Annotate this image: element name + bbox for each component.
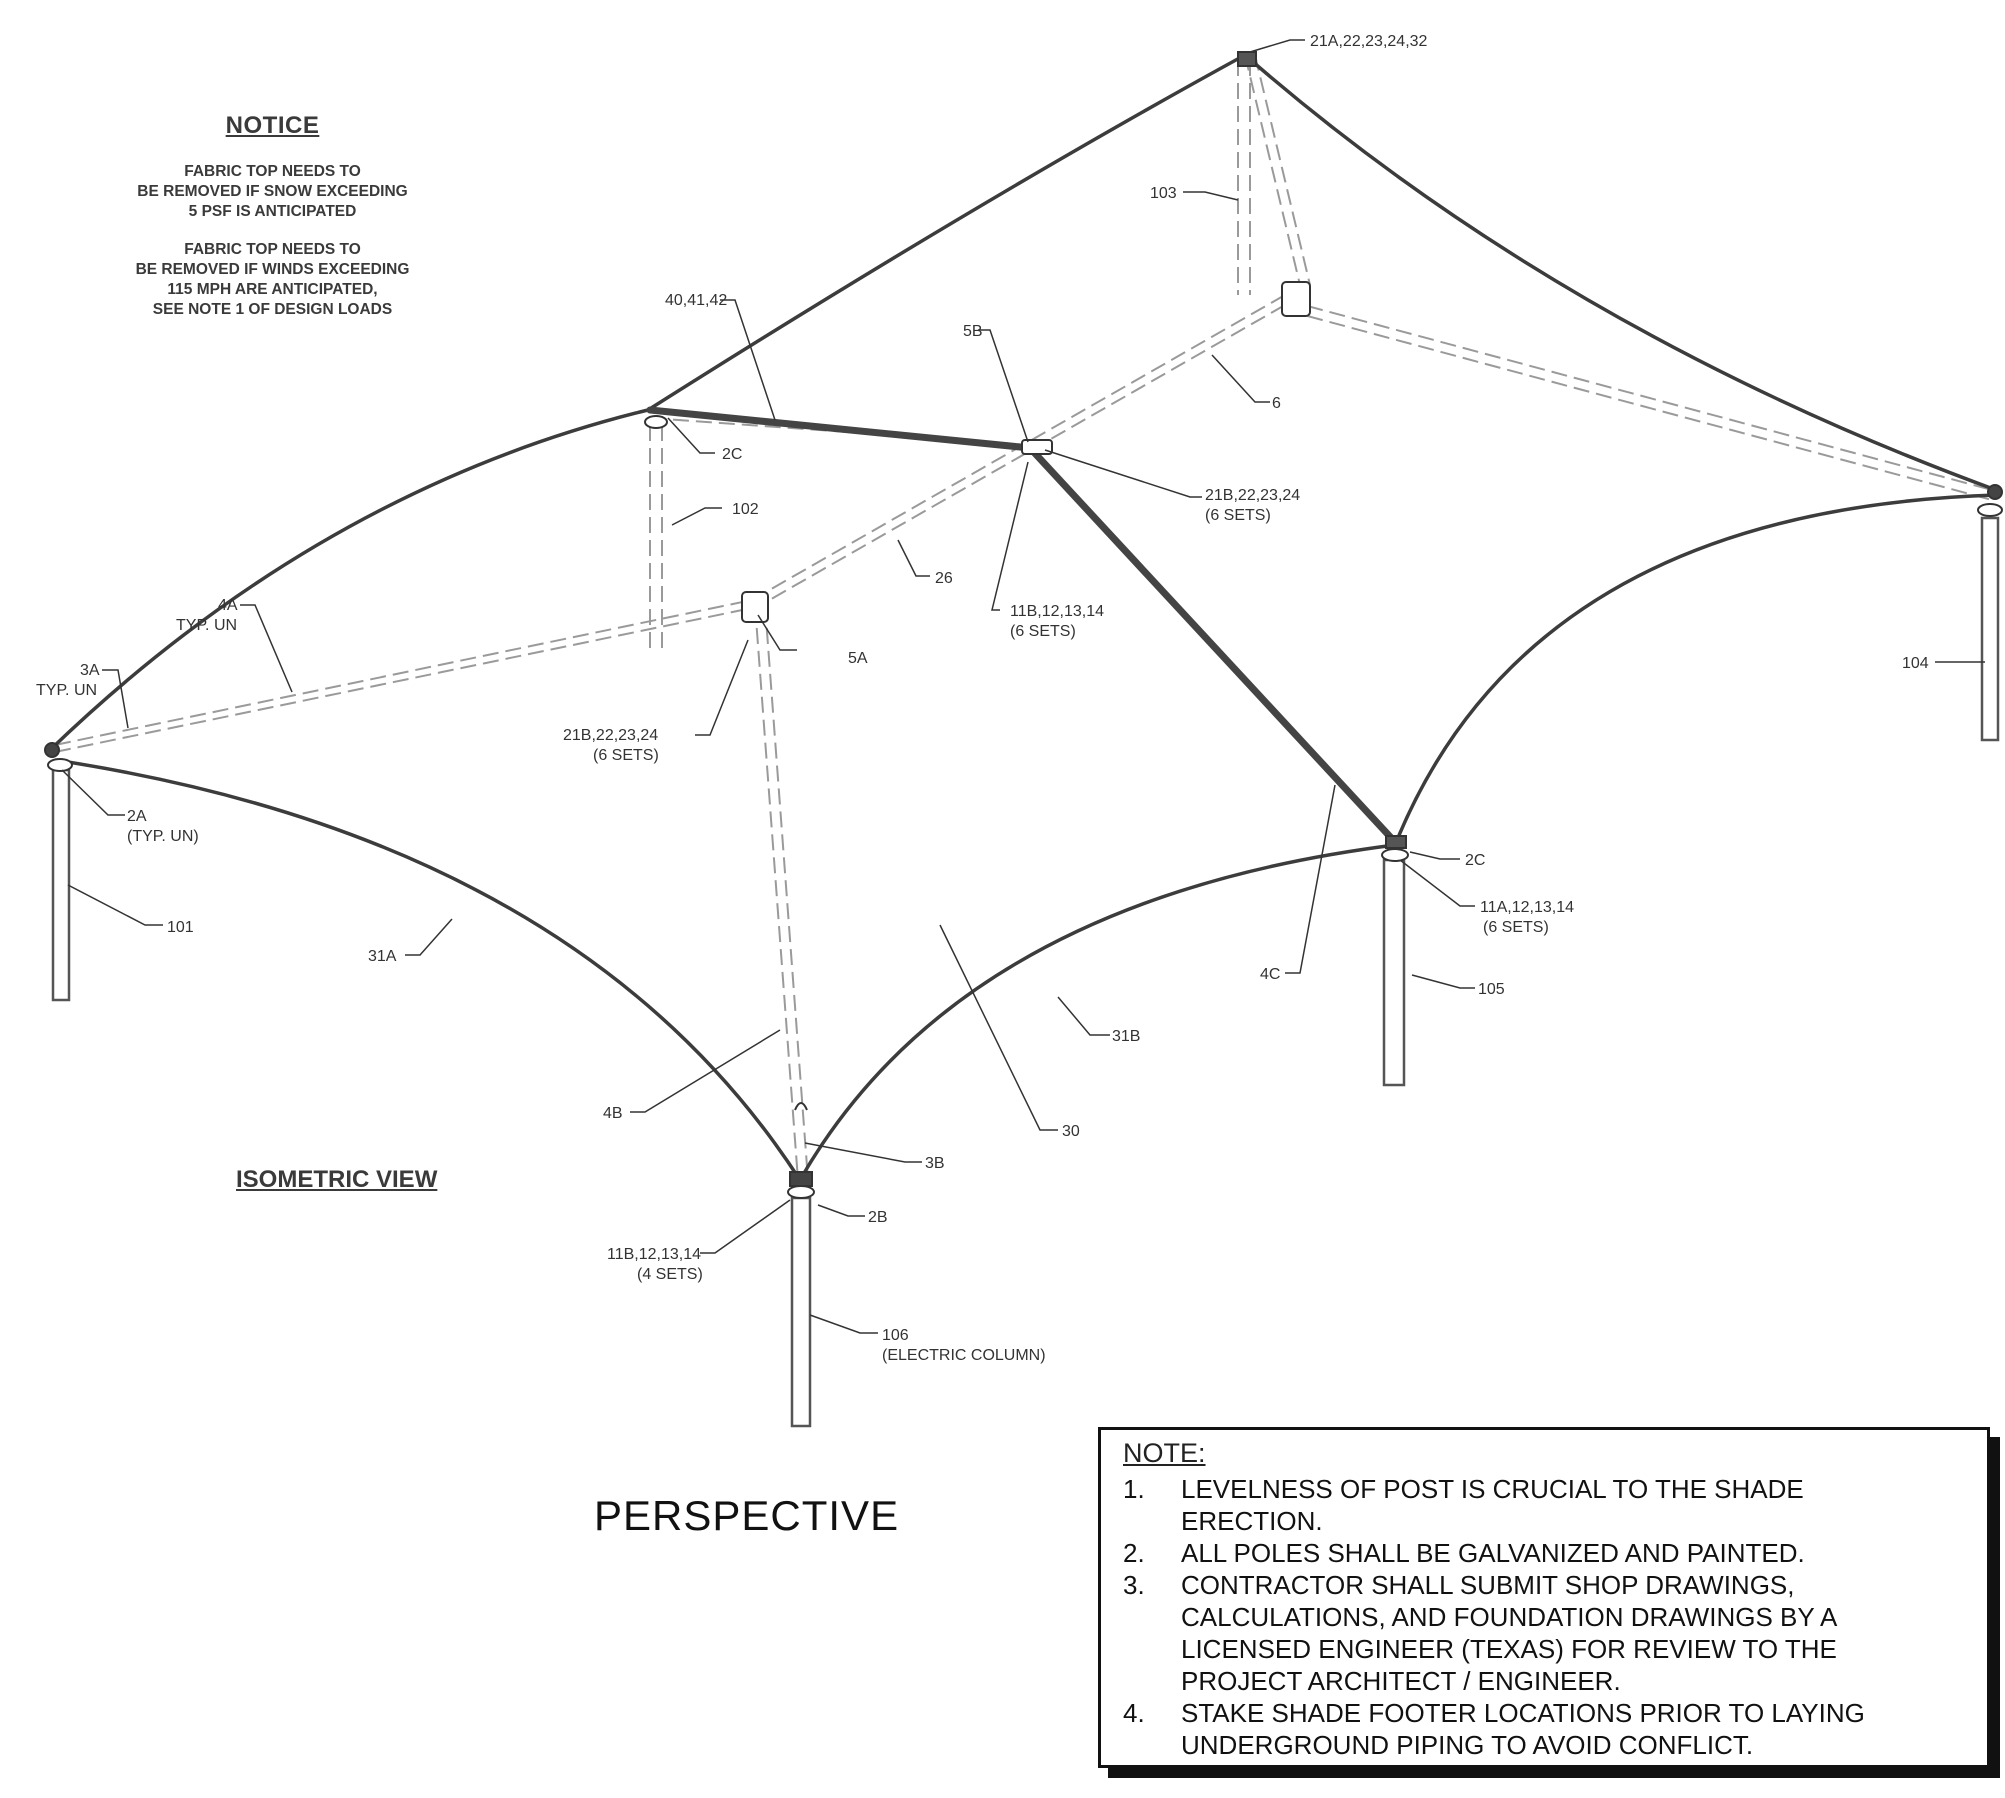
callout-4A: 4A xyxy=(218,597,238,614)
ridge-beams xyxy=(646,406,1399,846)
notice-line: SEE NOTE 1 OF DESIGN LOADS xyxy=(152,301,393,318)
callout-4A-typ: TYP. UN xyxy=(176,617,237,634)
callout-104: 104 xyxy=(1902,655,1929,672)
callout-3B: 3B xyxy=(925,1155,945,1172)
callout-2B: 2B xyxy=(868,1209,888,1226)
callout-11A-sets: (6 SETS) xyxy=(1483,919,1549,936)
perspective-label: PERSPECTIVE xyxy=(594,1492,900,1539)
notice-block: NOTICE FABRIC TOP NEEDS TO BE REMOVED IF… xyxy=(100,112,445,338)
callout-4B: 4B xyxy=(603,1105,623,1122)
note-line: LEVELNESS OF POST IS CRUCIAL TO THE SHAD… xyxy=(1181,1474,1804,1504)
note-number: 4. xyxy=(1123,1698,1145,1728)
callout-11B-mid-sets: (6 SETS) xyxy=(1010,623,1076,640)
note-number: 2. xyxy=(1123,1538,1145,1568)
callout-3A: 3A xyxy=(80,662,100,679)
isometric-view-title: ISOMETRIC VIEW xyxy=(236,1166,438,1193)
callout-4C: 4C xyxy=(1260,966,1280,983)
note-text: STAKE SHADE FOOTER LOCATIONS PRIOR TO LA… xyxy=(1181,1697,1865,1761)
notice-line: BE REMOVED IF SNOW EXCEEDING xyxy=(137,183,408,200)
note-line: UNDERGROUND PIPING TO AVOID CONFLICT. xyxy=(1181,1730,1754,1760)
note-item: 2. ALL POLES SHALL BE GALVANIZED AND PAI… xyxy=(1123,1537,1969,1569)
callout-106: 106 xyxy=(882,1327,909,1344)
callout-11A: 11A,12,13,14 xyxy=(1480,899,1574,916)
fittings xyxy=(44,51,2003,1199)
callout-6: 6 xyxy=(1272,395,1281,412)
hidden-frame xyxy=(54,54,1993,1181)
callout-31A: 31A xyxy=(368,948,397,965)
callout-101: 101 xyxy=(167,919,194,936)
note-text: ALL POLES SHALL BE GALVANIZED AND PAINTE… xyxy=(1181,1537,1805,1569)
callout-21B-mid-sets: (6 SETS) xyxy=(1205,507,1271,524)
callout-11B-mid: 11B,12,13,14 xyxy=(1010,603,1104,620)
callout-2C-left: 2C xyxy=(722,446,742,463)
callouts: 21A,22,23,24,32 103 40,41,42 5B 6 2C 102… xyxy=(36,33,1929,1364)
note-line: CONTRACTOR SHALL SUBMIT SHOP DRAWINGS, xyxy=(1181,1570,1795,1600)
callout-2C-right: 2C xyxy=(1465,852,1485,869)
notice-line: FABRIC TOP NEEDS TO xyxy=(184,163,361,180)
note-item: 1. LEVELNESS OF POST IS CRUCIAL TO THE S… xyxy=(1123,1473,1969,1537)
fabric-edges xyxy=(48,53,1997,1181)
notice-wind: FABRIC TOP NEEDS TO BE REMOVED IF WINDS … xyxy=(100,240,445,320)
callout-106-sub: (ELECTRIC COLUMN) xyxy=(882,1347,1046,1364)
note-title: NOTE: xyxy=(1123,1438,1206,1468)
callout-21B-left: 21B,22,23,24 xyxy=(563,727,658,744)
columns xyxy=(51,516,2000,1428)
note-item: 3. CONTRACTOR SHALL SUBMIT SHOP DRAWINGS… xyxy=(1123,1569,1969,1697)
callout-21B-left-sets: (6 SETS) xyxy=(593,747,659,764)
callout-21A-top: 21A,22,23,24,32 xyxy=(1310,33,1428,50)
note-number: 1. xyxy=(1123,1474,1145,1504)
notice-line: FABRIC TOP NEEDS TO xyxy=(184,241,361,258)
callout-105: 105 xyxy=(1478,981,1505,998)
callout-30: 30 xyxy=(1062,1123,1080,1140)
callout-21B-mid: 21B,22,23,24 xyxy=(1205,487,1300,504)
callout-11B-bot-sets: (4 SETS) xyxy=(637,1266,703,1283)
note-item: 4. STAKE SHADE FOOTER LOCATIONS PRIOR TO… xyxy=(1123,1697,1969,1761)
note-box: NOTE: 1. LEVELNESS OF POST IS CRUCIAL TO… xyxy=(1098,1427,1990,1768)
callout-26: 26 xyxy=(935,570,953,587)
note-line: ERECTION. xyxy=(1181,1506,1323,1536)
leaders xyxy=(61,39,1985,1334)
callout-3A-typ: TYP. UN xyxy=(36,682,97,699)
note-line: ALL POLES SHALL BE GALVANIZED AND PAINTE… xyxy=(1181,1538,1805,1568)
note-line: CALCULATIONS, AND FOUNDATION DRAWINGS BY… xyxy=(1181,1602,1838,1632)
callout-2A-typ: (TYP. UN) xyxy=(127,828,199,845)
note-text: CONTRACTOR SHALL SUBMIT SHOP DRAWINGS, C… xyxy=(1181,1569,1837,1697)
notice-line: 115 MPH ARE ANTICIPATED, xyxy=(167,281,378,298)
callout-11B-bot: 11B,12,13,14 xyxy=(607,1246,701,1263)
note-line: LICENSED ENGINEER (TEXAS) FOR REVIEW TO … xyxy=(1181,1634,1837,1664)
notice-title: NOTICE xyxy=(225,112,320,139)
callout-5B: 5B xyxy=(963,323,983,340)
callout-31B: 31B xyxy=(1112,1028,1140,1045)
notice-snow: FABRIC TOP NEEDS TO BE REMOVED IF SNOW E… xyxy=(100,162,445,222)
callout-40: 40,41,42 xyxy=(665,292,727,309)
notice-line: 5 PSF IS ANTICIPATED xyxy=(188,203,357,220)
note-text: LEVELNESS OF POST IS CRUCIAL TO THE SHAD… xyxy=(1181,1473,1804,1537)
note-number: 3. xyxy=(1123,1570,1145,1600)
callout-5A: 5A xyxy=(848,650,868,667)
notice-line: BE REMOVED IF WINDS EXCEEDING xyxy=(135,261,410,278)
note-line: STAKE SHADE FOOTER LOCATIONS PRIOR TO LA… xyxy=(1181,1698,1865,1728)
note-line: PROJECT ARCHITECT / ENGINEER. xyxy=(1181,1666,1621,1696)
callout-103: 103 xyxy=(1150,185,1177,202)
callout-102: 102 xyxy=(732,501,759,518)
callout-2A: 2A xyxy=(127,808,147,825)
